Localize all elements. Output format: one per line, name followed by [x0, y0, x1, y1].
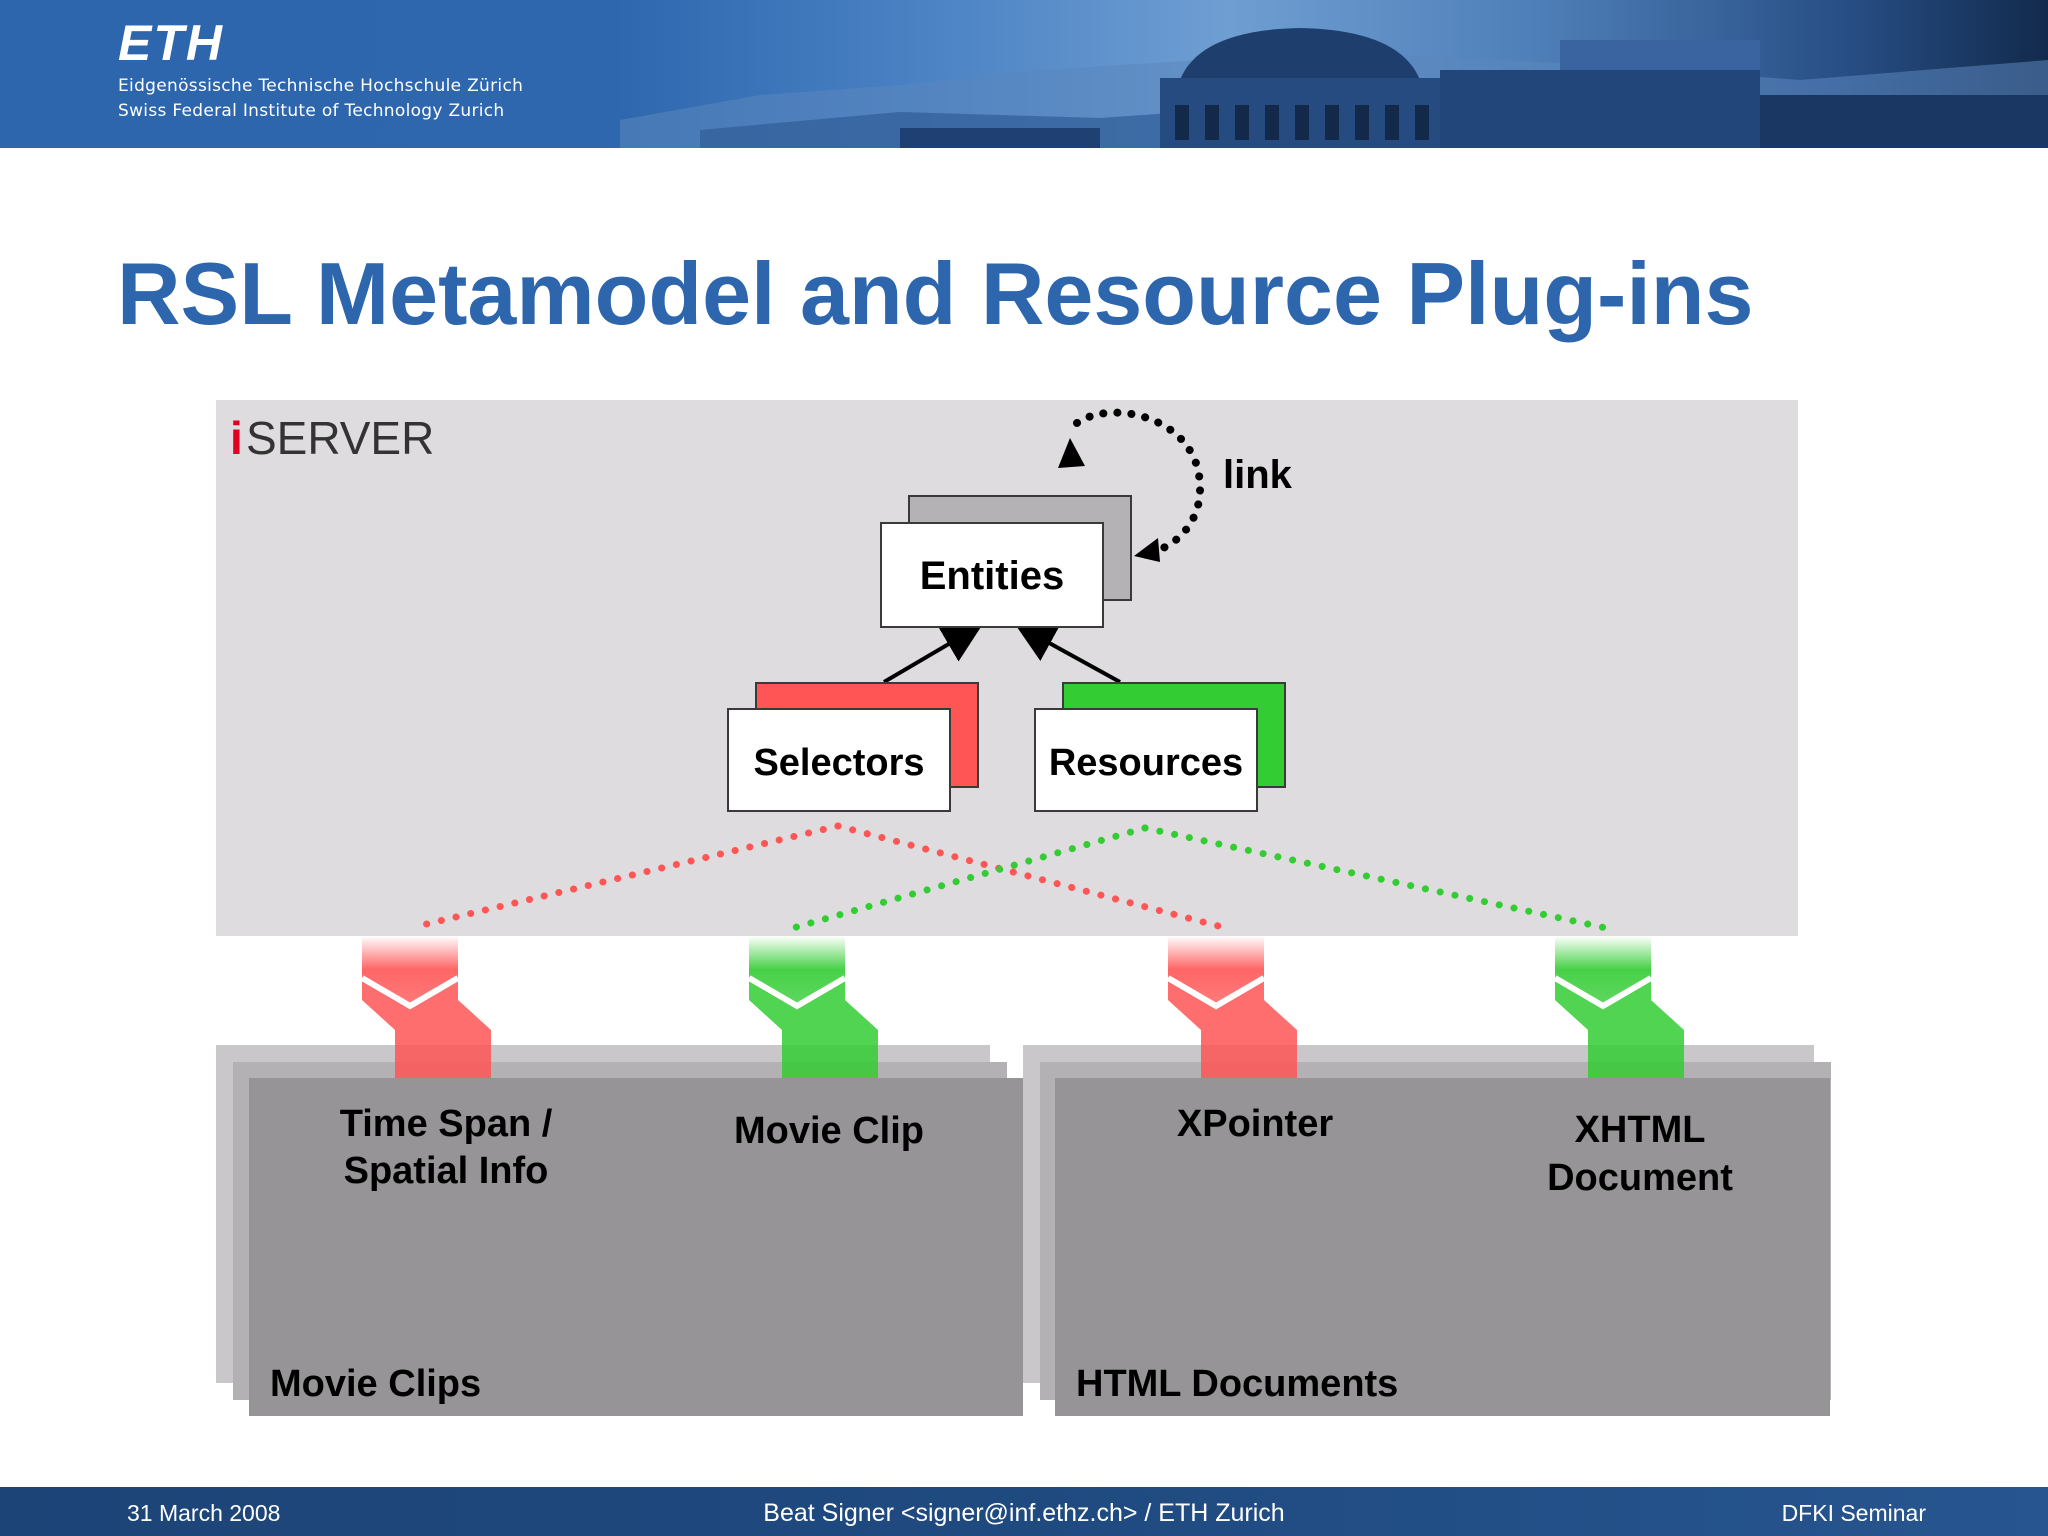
plugin-movie-clips	[216, 1045, 1023, 1416]
selectors-to-entities-arrow	[882, 623, 983, 684]
slide-title: RSL Metamodel and Resource Plug-ins	[117, 244, 1754, 343]
link-label: link	[1223, 453, 1293, 497]
movie-resource-label: Movie Clip	[734, 1110, 924, 1152]
eth-header-banner: ETH Eidgenössische Technische Hochschule…	[0, 0, 2048, 148]
resource-dotted-connectors	[789, 824, 1610, 932]
selectors-box: Selectors	[727, 682, 979, 812]
resource-chevron-movie	[747, 936, 878, 1078]
slide-footer: 31 March 2008 Beat Signer <signer@inf.et…	[0, 1487, 2048, 1536]
movie-selector-label-line2: Spatial Info	[344, 1150, 549, 1192]
footer-date: 31 March 2008	[127, 1500, 281, 1526]
selector-chevron-html	[1166, 936, 1297, 1078]
plugin-movie-clips-name: Movie Clips	[270, 1363, 481, 1405]
html-selector-label: XPointer	[1177, 1103, 1333, 1145]
resource-chevron-html	[1553, 936, 1684, 1078]
eth-subtitle-english: Swiss Federal Institute of Technology Zu…	[118, 101, 505, 121]
entities-label: Entities	[920, 554, 1064, 598]
html-resource-label-line2: Document	[1547, 1157, 1733, 1199]
plugin-html-documents	[1023, 1045, 1831, 1416]
entities-box: Entities	[880, 495, 1132, 628]
footer-event: DFKI Seminar	[1781, 1500, 1926, 1526]
plugin-html-documents-name: HTML Documents	[1076, 1363, 1398, 1405]
eth-logo: ETH	[118, 15, 224, 71]
footer-author: Beat Signer <signer@inf.ethz.ch> / ETH Z…	[763, 1499, 1285, 1527]
eth-subtitle-german: Eidgenössische Technische Hochschule Zür…	[118, 76, 524, 96]
selector-dotted-connectors	[410, 822, 1230, 932]
plugin-html-documents-panel	[1055, 1078, 1830, 1416]
resources-to-entities-arrow	[1014, 624, 1121, 684]
iserver-area	[216, 400, 1798, 936]
iserver-logo-text: SERVER	[246, 412, 434, 464]
iserver-logo-accent: i	[230, 412, 243, 464]
link-loop: link	[1058, 408, 1293, 562]
eth-building-photo	[620, 28, 2048, 148]
resources-label: Resources	[1049, 742, 1243, 784]
plugin-movie-clips-panel	[249, 1078, 1023, 1416]
iserver-logo: i SERVER	[230, 412, 434, 464]
selector-chevron-movie	[360, 936, 491, 1078]
movie-selector-label-line1: Time Span /	[340, 1103, 553, 1145]
resources-box: Resources	[1034, 682, 1286, 812]
html-resource-label-line1: XHTML	[1575, 1109, 1706, 1151]
selectors-label: Selectors	[753, 742, 924, 784]
